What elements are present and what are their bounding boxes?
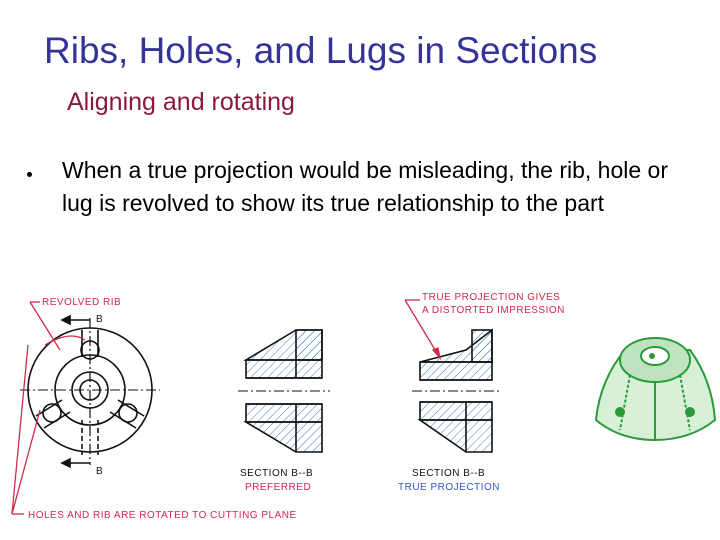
true-projection-note-line2: A DISTORTED IMPRESSION	[422, 305, 565, 316]
slide-title: Ribs, Holes, and Lugs in Sections	[44, 30, 598, 71]
cutting-plane-arrows	[60, 314, 90, 469]
section-preferred	[238, 329, 330, 453]
front-view	[20, 318, 160, 465]
section-preferred-caption: PREFERRED	[245, 482, 311, 493]
holes-rib-label: HOLES AND RIB ARE ROTATED TO CUTTING PLA…	[28, 510, 297, 521]
slide-subtitle: Aligning and rotating	[67, 88, 295, 116]
3d-model-illustration	[594, 337, 717, 442]
cut-label-bottom: B	[96, 466, 103, 477]
cut-label-top: B	[96, 314, 103, 325]
holes-rib-leader	[11, 344, 41, 515]
section-true	[412, 328, 500, 453]
section-true-title: SECTION B--B	[412, 468, 485, 479]
section-true-caption: TRUE PROJECTION	[398, 482, 500, 493]
bullet-text: When a true projection would be misleadi…	[62, 157, 669, 216]
true-projection-note-line1: TRUE PROJECTION GIVES	[422, 292, 560, 303]
section-preferred-title: SECTION B--B	[240, 468, 313, 479]
revolved-rib-label: REVOLVED RIB	[42, 297, 121, 308]
revolved-rib-leader	[29, 301, 86, 351]
true-projection-leader	[404, 299, 442, 361]
technical-drawing: B B REVOLVED RIB HOLES AND RIB ARE ROTAT…	[11, 292, 717, 521]
bullet-marker	[27, 172, 32, 177]
